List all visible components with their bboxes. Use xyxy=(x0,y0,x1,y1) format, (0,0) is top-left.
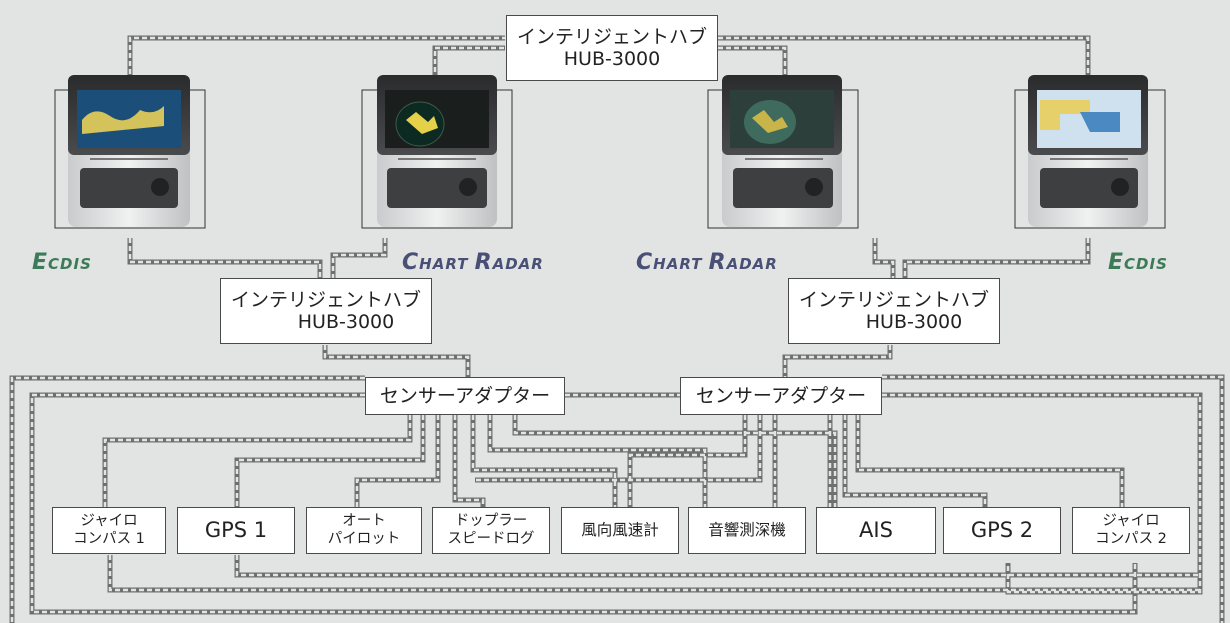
sensor-gyro-compass-2: ジャイロコンパス 2 xyxy=(1072,507,1190,554)
sensor-label-line1: オート xyxy=(342,513,386,530)
ecdis-console-left xyxy=(54,75,206,229)
hub-top-name: インテリジェントハブ xyxy=(516,25,707,48)
sensor-gyro-compass-1: ジャイロコンパス 1 xyxy=(52,507,166,554)
sensor-doppler-speed-log: ドップラースピードログ xyxy=(432,507,550,554)
sensor-label-line2: コンパス 1 xyxy=(73,530,145,547)
sensor-label-line2: パイロット xyxy=(327,530,401,547)
hub-left-model: HUB-3000 xyxy=(297,311,395,333)
chart-radar-label-right: CHART RADAR xyxy=(636,250,778,275)
sensor-gps-2: GPS 2 xyxy=(943,507,1061,554)
sensor-adapter-left: センサーアダプター xyxy=(365,377,565,415)
sensor-label-line2: スピードログ xyxy=(447,530,535,547)
ecdis-console-right xyxy=(1014,75,1166,229)
hub-left-name: インテリジェントハブ xyxy=(230,288,421,311)
sensor-label-line1: ジャイロ xyxy=(1102,513,1160,530)
chart-radar-label-left: CHART RADAR xyxy=(402,250,544,275)
sensor-ais: AIS xyxy=(816,507,936,554)
sensor-anemometer: 風向風速計 xyxy=(561,507,679,554)
hub-right-name: インテリジェントハブ xyxy=(798,288,989,311)
sensor-echo-sounder: 音響測深機 xyxy=(688,507,806,554)
sensor-autopilot: オートパイロット xyxy=(306,507,422,554)
sensor-gps-1: GPS 1 xyxy=(177,507,295,554)
sensor-adapter-right: センサーアダプター xyxy=(680,377,882,415)
sensor-label-line1: ジャイロ xyxy=(80,513,138,530)
sensor-label-line2: コンパス 2 xyxy=(1095,530,1167,547)
ecdis-label-left: ECDIS xyxy=(32,250,92,275)
hub-top-model: HUB-3000 xyxy=(563,48,661,70)
sensor-label-line1: ドップラー xyxy=(454,513,528,530)
hub-right-model: HUB-3000 xyxy=(865,311,963,333)
chart-radar-console-right xyxy=(707,75,859,229)
chart-radar-console-left xyxy=(361,75,513,229)
ecdis-label-right: ECDIS xyxy=(1108,250,1168,275)
